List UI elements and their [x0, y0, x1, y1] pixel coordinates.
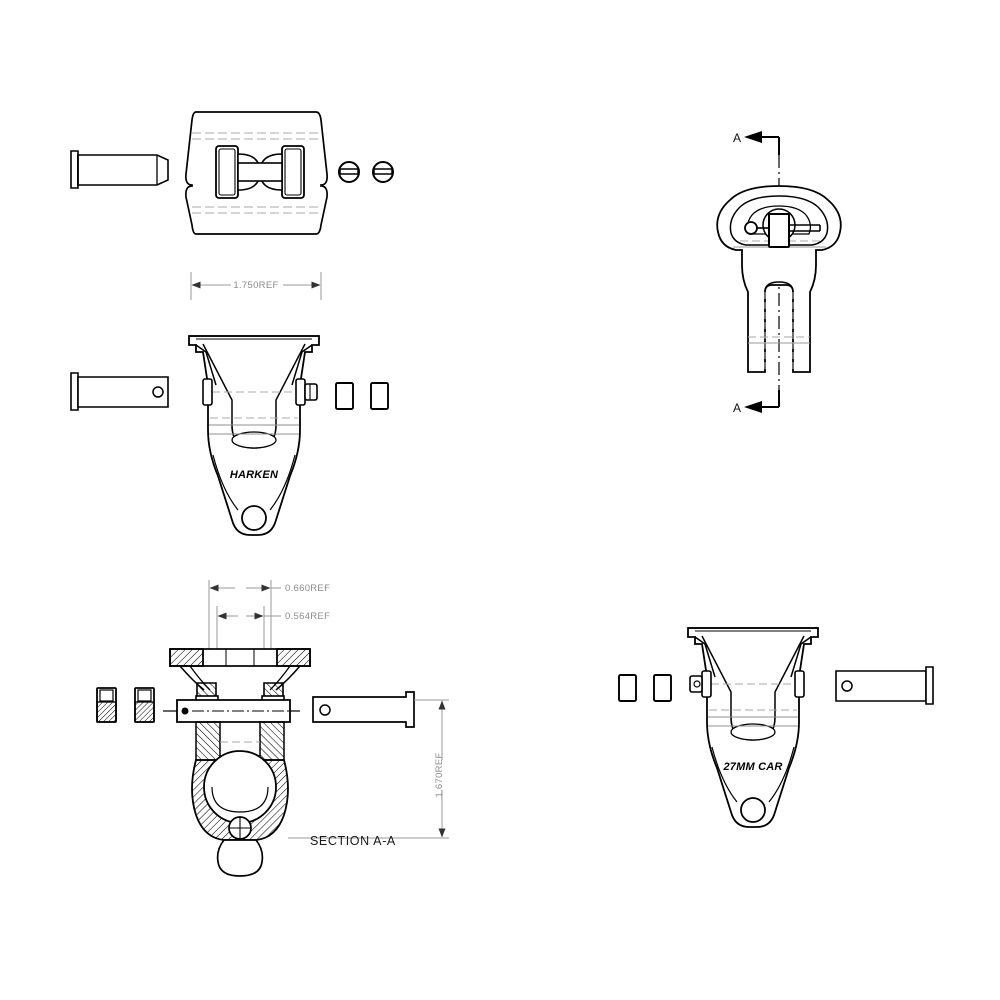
- clevis-pin-front: [70, 372, 169, 411]
- section-arrow-top-letter: A: [733, 131, 741, 145]
- section-body: [191, 750, 289, 877]
- section-bushing-2: [134, 687, 155, 723]
- top-view: [70, 111, 394, 235]
- section-view: 1.670REF SECTION A-A: [96, 648, 449, 877]
- dimension-inner-label: 0.660REF: [285, 583, 330, 594]
- bushing-rear-1: [618, 674, 637, 702]
- spool-assembly-top: [215, 145, 305, 199]
- bushing-front-1: [335, 382, 354, 410]
- rear-view: 27MM CAR: [618, 627, 934, 828]
- brand-label-front: HARKEN: [230, 469, 279, 481]
- clevis-pin-top: [70, 150, 169, 189]
- car-body-rear: 27MM CAR: [687, 627, 819, 828]
- clevis-pin-rear: [835, 666, 934, 705]
- brand-label-rear: 27MM CAR: [722, 761, 782, 773]
- dimension-width: 1.750REF: [190, 272, 322, 300]
- screw-end-1: [338, 161, 360, 183]
- section-walls: [195, 721, 285, 761]
- section-arrow-bottom: A: [733, 390, 780, 415]
- dimension-height: 1.670REF: [288, 699, 449, 839]
- section-arrow-top: A: [733, 131, 780, 155]
- dimension-inner: 0.660REF: [208, 580, 330, 660]
- section-pin: [163, 699, 300, 723]
- dimension-height-label: 1.670REF: [434, 752, 445, 797]
- car-body-front: HARKEN: [188, 335, 320, 536]
- dimension-width-label: 1.750REF: [233, 280, 278, 291]
- section-bushing-1: [96, 687, 117, 723]
- front-view: HARKEN: [70, 335, 389, 536]
- section-flange: [169, 648, 311, 691]
- screw-end-2: [372, 161, 394, 183]
- clevis-pin-ring: [744, 208, 821, 248]
- section-clevis-pin: [312, 691, 415, 728]
- section-title-label: SECTION A-A: [310, 834, 396, 848]
- section-arrow-bottom-letter: A: [733, 401, 741, 415]
- section-boss-right: [261, 682, 285, 703]
- bushing-front-2: [370, 382, 389, 410]
- plan-view: A A: [716, 131, 842, 415]
- dimension-bolt-label: 0.564REF: [285, 611, 330, 622]
- section-boss-left: [195, 682, 219, 703]
- bushing-rear-2: [653, 674, 672, 702]
